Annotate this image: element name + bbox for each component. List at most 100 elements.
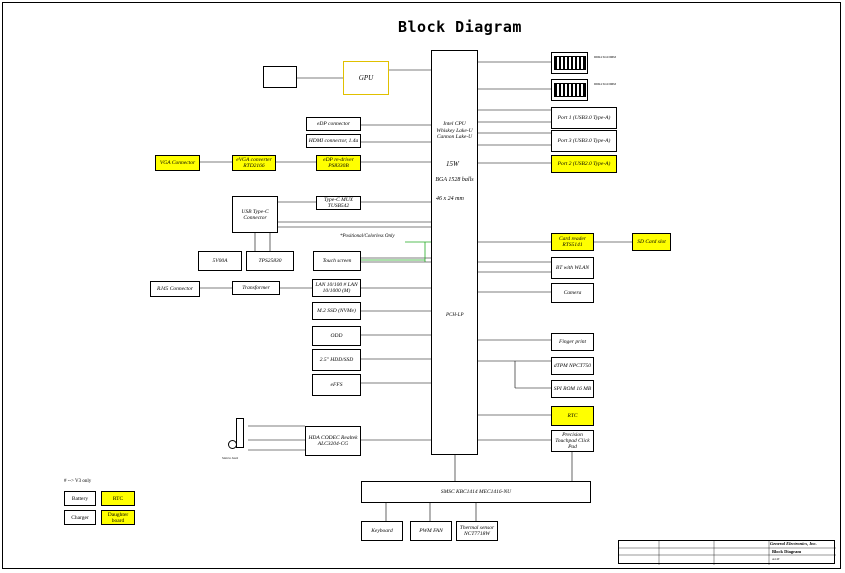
hdmi-connector-block[interactable]: HDMI connector, 1.4a (306, 134, 361, 148)
transformer-block[interactable]: Transformer (232, 281, 280, 295)
thermal-sensor-label: Thermal sensor NCT7718W (459, 525, 495, 537)
legend-battery-label: Battery (71, 495, 89, 502)
typec-mux-block[interactable]: Type-C MUX TUSB542 (316, 196, 361, 210)
touch-note: *Positional/Colorless Only (340, 234, 395, 239)
fingerprint-label: Finger print (558, 339, 587, 345)
fan-label: PWM FAN (419, 528, 443, 534)
m2-ssd-label: M.2 SSD (NVMe) (317, 308, 356, 314)
cpu-name-line2: Whiskey Lake-U (436, 127, 473, 134)
sd-card-block[interactable]: SD Card slot (632, 233, 671, 251)
keyboard-label: Keyboard (371, 528, 393, 534)
lan-label: LAN 10/100 # LAN 10/1000 (M) (315, 282, 358, 294)
vga-converter-block[interactable]: eVGA converter RTD2166 (232, 155, 276, 171)
keyboard-block[interactable]: Keyboard (361, 521, 403, 541)
usb-port2-label: Port 2 (USB2.0 Type-A) (557, 161, 611, 167)
legend-charger: Charger (64, 510, 96, 525)
effs-label: eFFS (330, 382, 343, 388)
camera-block[interactable]: Camera (551, 283, 594, 303)
rtc-block[interactable]: RTC (551, 406, 594, 426)
effs-block[interactable]: eFFS (312, 374, 361, 396)
title-block-grid (619, 541, 836, 565)
legend-note: # --> V3 only (64, 479, 92, 484)
ram-slot-1[interactable] (551, 52, 588, 74)
cpu-name: Intel CPU Whiskey Lake-U Cannon Lake-U (433, 121, 476, 141)
gpu-label: GPU (358, 74, 374, 82)
thermal-sensor-block[interactable]: Thermal sensor NCT7718W (456, 521, 498, 541)
legend-battery: Battery (64, 491, 96, 506)
tps-label: TPS25830 (258, 258, 282, 264)
power-switch-label: 5V00A (212, 258, 228, 264)
title-block (618, 540, 836, 565)
touchpad-label: Precision Touchpad Click Pad (555, 432, 590, 450)
hda-codec-block[interactable]: HDA CODEC Realtek ALC3204-CG (305, 426, 361, 456)
dtpm-block[interactable]: dTPM NPCT750 (551, 357, 594, 375)
spi-rom-label: SPI ROM 16 MB (553, 386, 592, 392)
company-name: General Electronics, Inc. (770, 541, 817, 546)
usb-port2-block[interactable]: Port 2 (USB2.0 Type-A) (551, 155, 617, 173)
transformer-label: Transformer (242, 285, 270, 291)
rj45-block[interactable]: RJ45 Connector (150, 281, 200, 297)
cpu-name-line1: Intel CPU (443, 121, 466, 127)
ram-chip-icon (553, 83, 586, 97)
fingerprint-block[interactable]: Finger print (551, 333, 594, 351)
dp-redriver-label: eDP re-driver PS8330B (323, 157, 354, 169)
usb-port3-label: Port 3 (USB3.0 Type-A) (557, 138, 611, 144)
m2-ssd-block[interactable]: M.2 SSD (NVMe) (312, 302, 361, 320)
hdd-label: 2.5" HDD/SSD (319, 357, 354, 363)
touchpad-block[interactable]: Precision Touchpad Click Pad (551, 430, 594, 452)
cpu-pch-label: PCH-LP (446, 313, 464, 318)
document-size: A4 4T (772, 557, 780, 561)
hda-codec-label: HDA CODEC Realtek ALC3204-CG (308, 435, 358, 447)
ram-chip-icon (553, 56, 586, 70)
ec-label: SMSC KBC1414 MEC1416-NU (440, 489, 512, 495)
fan-block[interactable]: PWM FAN (410, 521, 452, 541)
vga-connector-block[interactable]: VGA Connector (155, 155, 200, 171)
tps-block[interactable]: TPS25830 (246, 251, 294, 271)
ram2-label: DDR4 SO-DIMM (594, 82, 616, 86)
ram-slot-2[interactable] (551, 79, 588, 101)
vga-converter-label: eVGA converter RTD2166 (236, 157, 272, 169)
speaker-icon (236, 418, 244, 448)
rtc-label: RTC (567, 413, 578, 419)
usb-port1-block[interactable]: Port 1 (USB3.0 Type-A) (551, 107, 617, 129)
gpu-block[interactable]: GPU (343, 61, 389, 95)
usbc-connector-label: USB Type-C Connector (241, 208, 269, 221)
touch-screen-block[interactable]: Touch screen (313, 251, 361, 271)
ram1-label: DDR4 SO-DIMM (594, 55, 616, 59)
dp-redriver-block[interactable]: eDP re-driver PS8330B (316, 155, 361, 171)
gpu-memory-block[interactable] (263, 66, 297, 88)
card-reader-block[interactable]: Card reader RTS5141 (551, 233, 594, 251)
bt-wlan-label: BT with WLAN (555, 265, 590, 271)
ec-block[interactable]: SMSC KBC1414 MEC1416-NU (361, 481, 591, 503)
dtpm-label: dTPM NPCT750 (553, 363, 592, 369)
typec-mux-label: Type-C MUX TUSB542 (323, 197, 354, 209)
odd-block[interactable]: ODD (312, 326, 361, 346)
document-title: Block Diagram (772, 549, 802, 554)
hdd-block[interactable]: 2.5" HDD/SSD (312, 349, 361, 371)
cpu-name-line3: Cannon Lake-U (436, 134, 473, 140)
lan-block[interactable]: LAN 10/100 # LAN 10/1000 (M) (312, 279, 361, 297)
camera-label: Camera (563, 290, 582, 296)
legend-rtc: RTC (101, 491, 135, 506)
spi-rom-block[interactable]: SPI ROM 16 MB (551, 380, 594, 398)
cpu-block[interactable] (431, 50, 478, 455)
power-switch-block[interactable]: 5V00A (198, 251, 242, 271)
touch-screen-label: Touch screen (322, 258, 352, 264)
usbc-connector-block[interactable]: USB Type-C Connector (232, 196, 278, 233)
diagram-title: Block Diagram (398, 18, 522, 36)
edp-connector-block[interactable]: eDP connector (306, 117, 361, 131)
cpu-tdp: 15W (446, 160, 459, 168)
audio-jack-label: Stereo Jack (222, 456, 239, 460)
legend-daughter-board: Daughter board (101, 510, 135, 525)
bt-wlan-block[interactable]: BT with WLAN (551, 257, 594, 279)
legend-daughter-label: Daughter board (107, 511, 129, 524)
audio-jack-icon (228, 440, 237, 449)
usb-port3-block[interactable]: Port 3 (USB3.0 Type-A) (551, 130, 617, 152)
edp-label: eDP connector (316, 121, 351, 127)
cpu-dimensions: 46 x 24 mm (436, 196, 464, 202)
odd-label: ODD (330, 333, 343, 339)
cpu-package: BGA 1528 balls (435, 177, 474, 183)
vga-connector-label: VGA Connector (159, 160, 196, 166)
